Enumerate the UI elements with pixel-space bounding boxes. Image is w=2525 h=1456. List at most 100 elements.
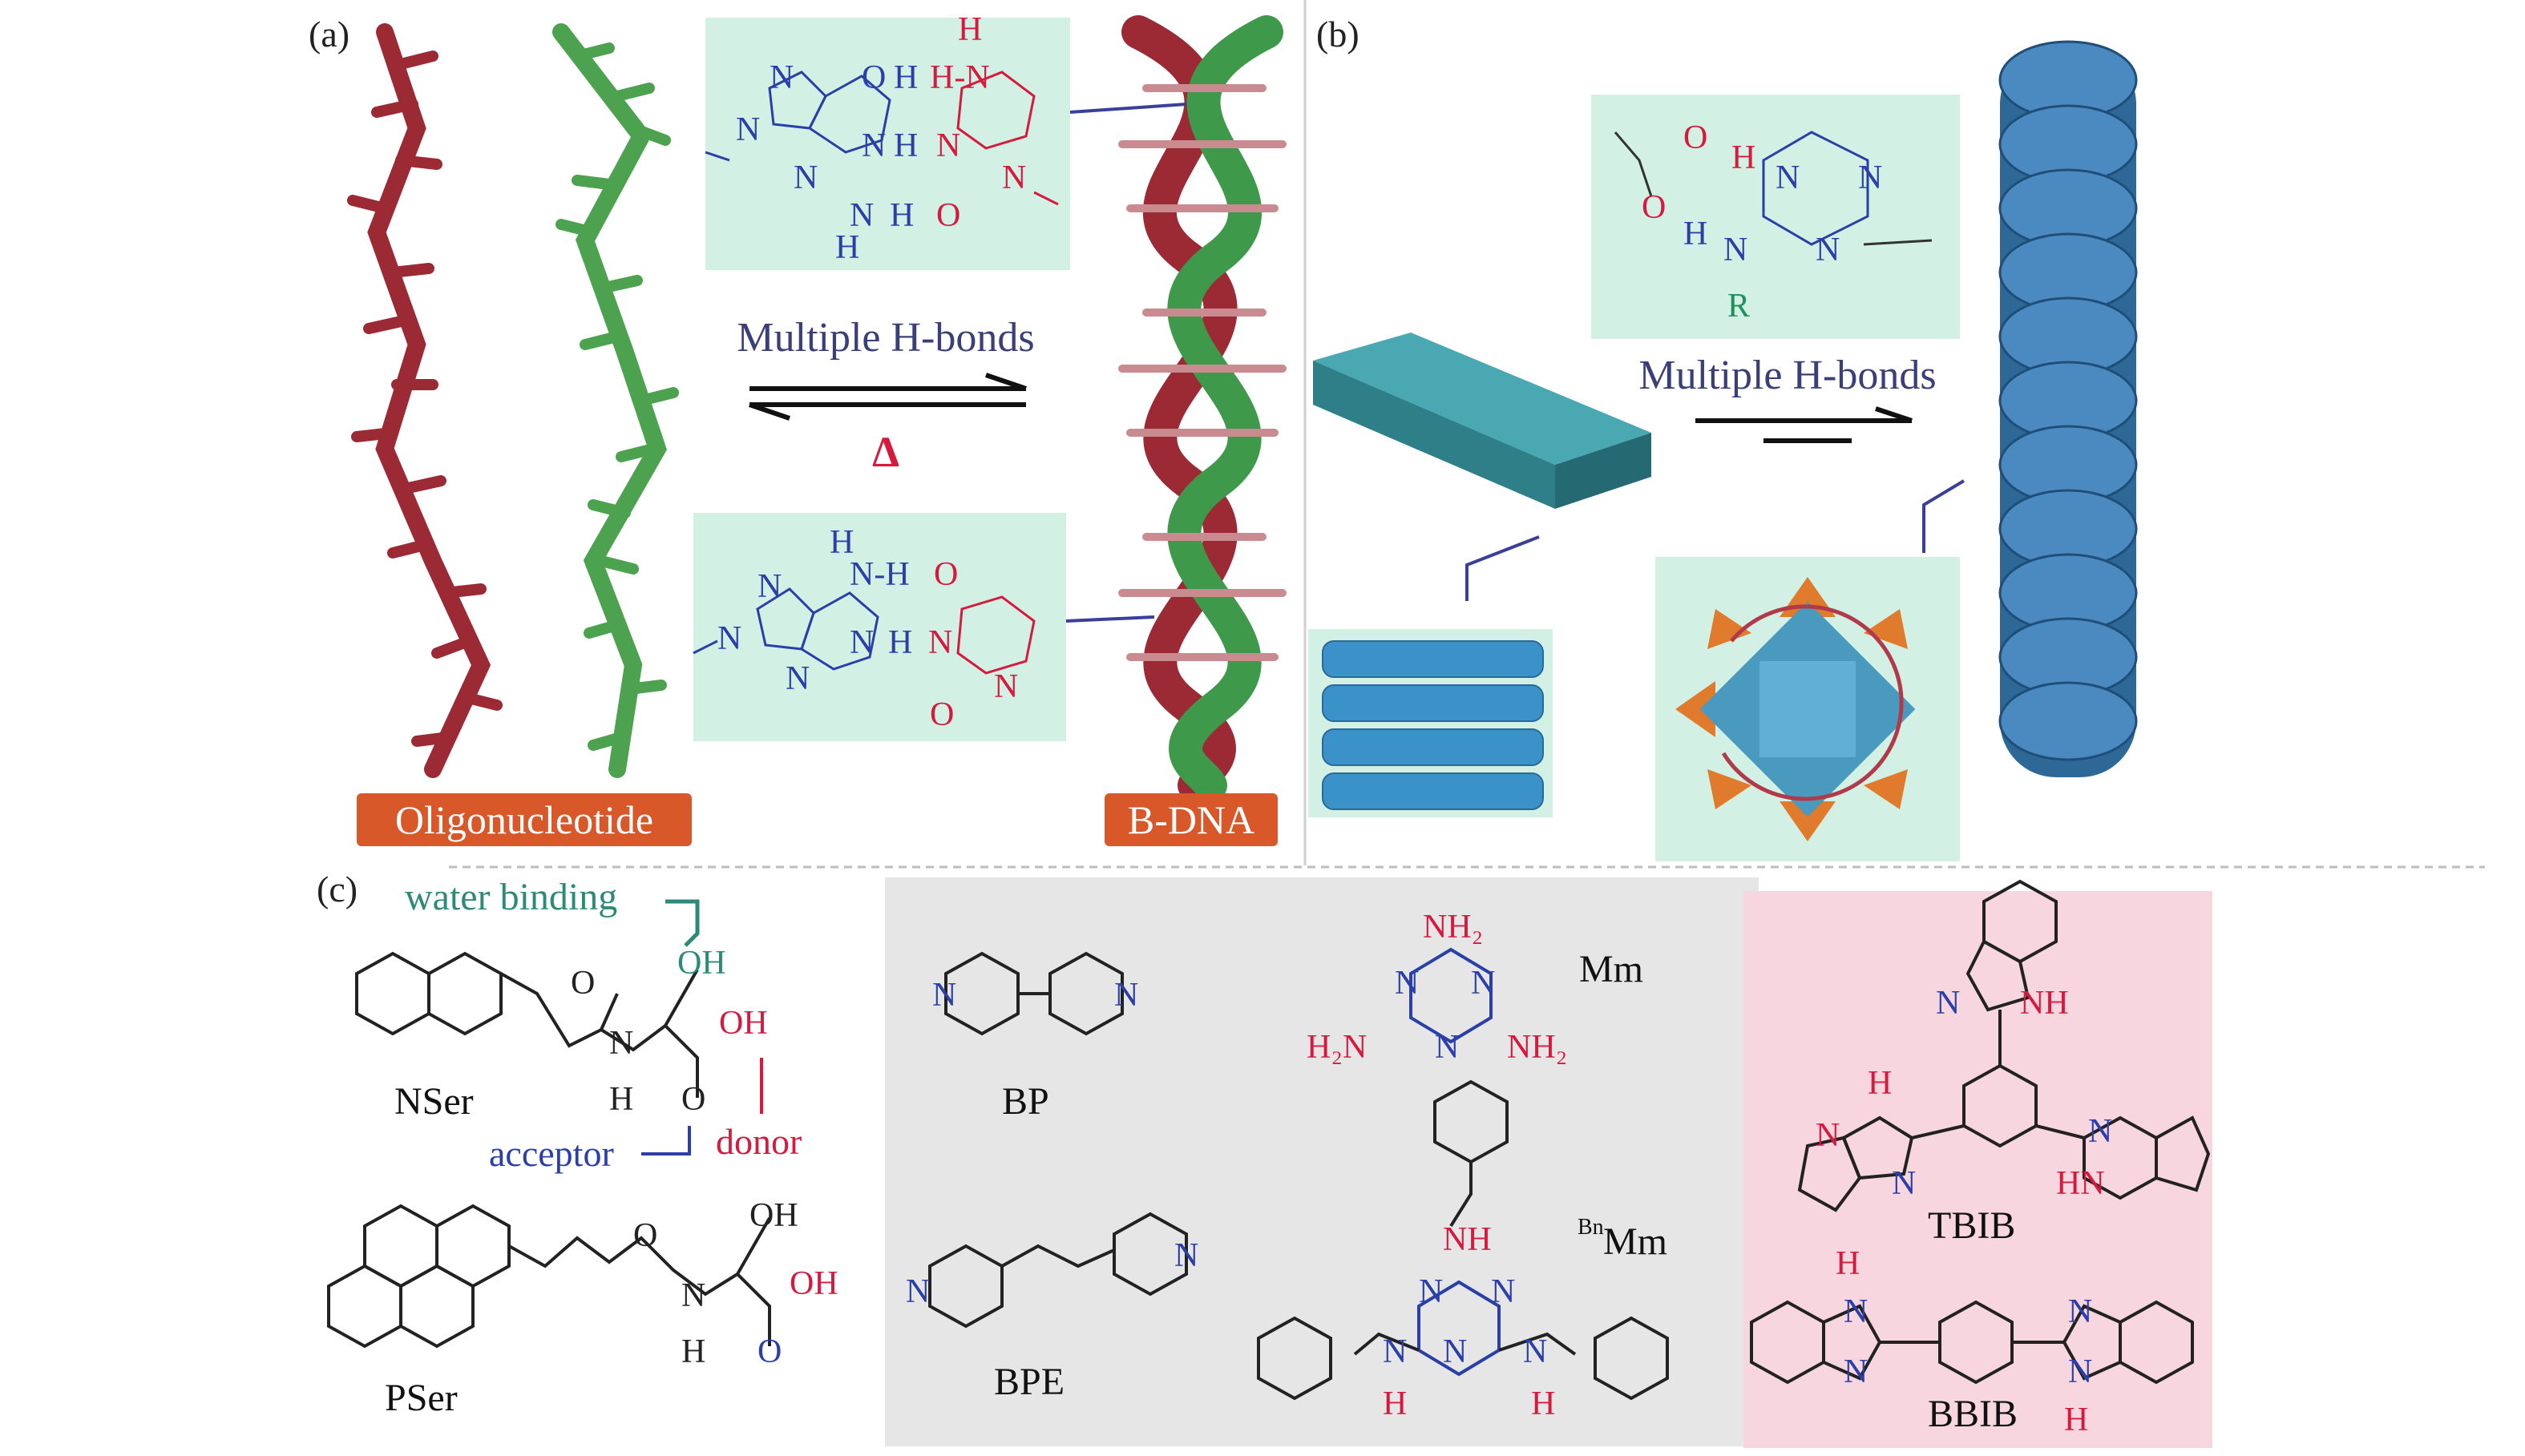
bnmm-name: Mm xyxy=(1603,1220,1667,1263)
water-binding-arrow xyxy=(665,899,700,947)
bnmm-n-left: N xyxy=(1383,1333,1407,1370)
pser-o: O xyxy=(633,1217,657,1254)
panel-b-hbonds-label: Multiple H-bonds xyxy=(1638,353,1936,398)
tbib-n-right: N xyxy=(2088,1113,2112,1150)
tbib-n-left1: N xyxy=(1816,1117,1840,1154)
mm-name: Mm xyxy=(1579,948,1643,990)
panel-b-label: (b) xyxy=(1316,14,1359,54)
triazine-acid-box: O H O N N N H N R xyxy=(1591,95,1960,339)
bnmm-h-left: H xyxy=(1383,1385,1407,1422)
tbib-name: TBIB xyxy=(1928,1204,2015,1247)
mm-nh2-right: NH₂ xyxy=(1507,1029,1567,1066)
stacked-lamellae-box xyxy=(1308,629,1553,817)
bdna-tag xyxy=(1105,793,1278,846)
panel-a-label: (a) xyxy=(309,14,349,54)
oligonucleotide-tag xyxy=(357,793,692,846)
oligo-green-strand xyxy=(552,23,679,778)
svg-text:O: O xyxy=(862,59,886,96)
svg-text:N: N xyxy=(1002,159,1026,196)
svg-text:N: N xyxy=(1776,159,1800,196)
gray-acceptor-box xyxy=(885,877,1759,1446)
mm-nh2-left: H₂N xyxy=(1307,1029,1367,1066)
svg-text:O: O xyxy=(936,197,960,234)
bdna-tag-text: B-DNA xyxy=(1128,797,1254,842)
tbib-n-top: N xyxy=(1936,985,1960,1022)
svg-text:N: N xyxy=(758,568,782,605)
tbib-structure xyxy=(1797,879,2211,1212)
pser-o-acid: O xyxy=(758,1333,782,1370)
panel-c-label: (c) xyxy=(317,869,358,909)
bbib-n4: N xyxy=(2068,1353,2092,1390)
panel-b-equilibrium-arrows xyxy=(1695,406,1913,443)
svg-text:H: H xyxy=(1683,216,1707,252)
pser-name: PSer xyxy=(385,1377,458,1419)
at-pointer-line xyxy=(1065,615,1155,623)
nser-n: N xyxy=(609,1025,633,1062)
svg-text:H: H xyxy=(958,11,982,48)
svg-text:N: N xyxy=(786,660,810,697)
mm-nh2-top: NH₂ xyxy=(1423,909,1483,946)
mm-n1: N xyxy=(1395,965,1419,1002)
nser-o: O xyxy=(571,965,595,1002)
bp-name: BP xyxy=(1002,1080,1049,1123)
bp-n-left: N xyxy=(932,977,956,1014)
bbib-h-top: H xyxy=(1836,1245,1860,1282)
svg-text:N: N xyxy=(994,668,1018,705)
bbib-name: BBIB xyxy=(1928,1393,2018,1435)
bbib-h-bottom: H xyxy=(2064,1402,2088,1438)
svg-text:H: H xyxy=(890,197,914,234)
pser-oh-acid: OH xyxy=(790,1265,838,1302)
bnmm-n-right: N xyxy=(1523,1333,1547,1370)
svg-text:O: O xyxy=(1642,189,1666,226)
bdna-helix xyxy=(1118,15,1287,802)
svg-text:N: N xyxy=(736,111,760,148)
bnmm-nh-top: NH xyxy=(1443,1221,1492,1258)
nser-oh-acid: OH xyxy=(719,1005,768,1042)
at-base-pair-box: H N-H N N N N H O N N O xyxy=(693,513,1066,741)
teal-tape xyxy=(1313,333,1651,509)
helical-column xyxy=(1998,40,2138,777)
rosette-box xyxy=(1655,557,1960,861)
pser-h: H xyxy=(681,1333,705,1370)
nser-structure xyxy=(355,951,699,1098)
bnmm-structure xyxy=(1257,1079,1669,1401)
bbib-n2: N xyxy=(1844,1353,1868,1390)
panel-a-equilibrium-arrows xyxy=(749,373,1027,421)
svg-text:N: N xyxy=(1816,232,1840,268)
nser-h: H xyxy=(609,1081,633,1118)
svg-text:H: H xyxy=(888,624,912,661)
svg-text:H: H xyxy=(894,127,918,164)
acceptor-label: acceptor xyxy=(489,1133,614,1174)
svg-text:O: O xyxy=(934,556,958,593)
mm-n3: N xyxy=(1435,1029,1459,1066)
bnmm-superscript: Bn xyxy=(1578,1215,1604,1240)
bbib-structure xyxy=(1750,1300,2194,1385)
svg-text:N: N xyxy=(850,197,874,234)
svg-text:N: N xyxy=(717,620,741,657)
pser-structure xyxy=(327,1204,771,1349)
bp-structure xyxy=(944,951,1124,1036)
oligo-red-strand xyxy=(347,23,503,778)
bpe-name: BPE xyxy=(994,1361,1065,1403)
bbib-n3: N xyxy=(2068,1293,2092,1330)
bp-n-right: N xyxy=(1114,977,1138,1014)
svg-text:H-N: H-N xyxy=(930,59,990,96)
svg-text:N: N xyxy=(794,159,818,196)
nser-o-acid: O xyxy=(681,1081,705,1118)
svg-text:N-H: N-H xyxy=(850,556,910,593)
svg-text:N: N xyxy=(1723,232,1747,268)
water-binding-label: water binding xyxy=(405,876,617,918)
bbib-n1: N xyxy=(1844,1293,1868,1330)
nser-name: NSer xyxy=(394,1080,474,1123)
mm-n2: N xyxy=(1471,965,1495,1002)
svg-text:N: N xyxy=(928,624,952,661)
bnmm-h-right: H xyxy=(1531,1385,1555,1422)
svg-text:H: H xyxy=(1731,139,1755,176)
bpe-n-left: N xyxy=(906,1273,930,1310)
panel-a-hbonds-label: Multiple H-bonds xyxy=(737,315,1034,361)
svg-text:N: N xyxy=(862,127,886,164)
svg-text:N: N xyxy=(770,59,794,96)
gc-base-pair-box: N N N O N N H H H H H H-N N O N xyxy=(705,11,1070,270)
